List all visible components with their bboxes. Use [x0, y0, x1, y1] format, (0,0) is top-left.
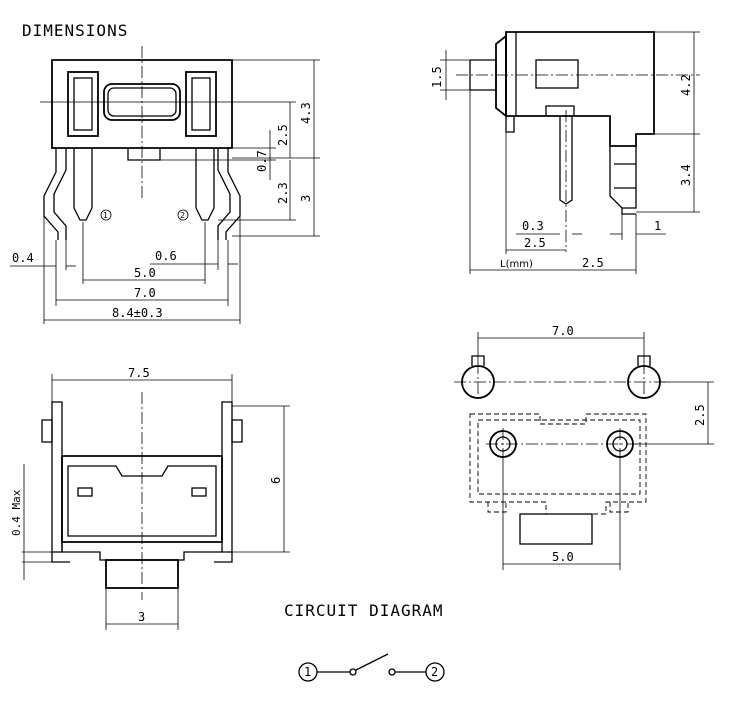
dim-3-4: 3.4 — [679, 164, 693, 186]
side-leg-front — [505, 116, 515, 133]
side-lower-mount — [609, 146, 637, 209]
side-slot — [535, 59, 579, 89]
bottom-right-frame — [221, 401, 233, 553]
dim-2-5b: 2.5 — [582, 256, 604, 270]
dim-4-2: 4.2 — [679, 74, 693, 96]
dim-pcb-2-5: 2.5 — [693, 404, 707, 426]
dim-1: 1 — [654, 219, 661, 233]
dim-4-3: 4.3 — [299, 102, 313, 124]
bottom-body-inner — [67, 465, 217, 537]
dimensions-title: DIMENSIONS — [22, 21, 128, 40]
dim-0-4: 0.4 — [12, 251, 34, 265]
dim-pcb-7-0: 7.0 — [552, 324, 574, 338]
right-contact-frame — [185, 71, 217, 137]
dim-2-3: 2.3 — [276, 182, 290, 204]
pcb-view: 7.0 2.5 5.0 — [454, 324, 714, 570]
side-body — [505, 31, 655, 147]
right-contact-inner — [191, 77, 211, 131]
terminal-2-marker — [425, 662, 445, 682]
pcb-outline-feet — [487, 502, 629, 513]
bottom-left-frame — [51, 401, 63, 553]
bottom-right-tab — [231, 419, 243, 443]
side-view: 4.2 3.4 1.5 0.3 1 2.5 L(mm) 2.5 — [430, 31, 700, 274]
dim-8-4: 8.4±0.3 — [112, 306, 163, 320]
dim-1-5: 1.5 — [430, 66, 444, 88]
dim-3b: 3 — [138, 610, 145, 624]
bottom-left-tab — [41, 419, 53, 443]
dim-2-5a: 2.5 — [524, 236, 546, 250]
dim-0-3: 0.3 — [522, 219, 544, 233]
dim-0-6: 0.6 — [155, 249, 177, 263]
pin-1-label: 1 — [103, 211, 108, 220]
pcb-outline-outer — [469, 413, 647, 515]
circuit-diagram: 1 2 — [298, 653, 445, 682]
terminal-2-label: 2 — [431, 665, 438, 679]
dim-7-0: 7.0 — [134, 286, 156, 300]
dim-L: L(mm) — [500, 259, 533, 270]
side-lower-detail — [614, 163, 636, 215]
pin-2-marker — [177, 209, 189, 221]
bottom-left-window — [77, 487, 93, 497]
dim-5-0: 5.0 — [134, 266, 156, 280]
pcb-outline-inner — [477, 419, 641, 495]
front-notch — [127, 148, 161, 161]
pin-2-label: 2 — [180, 211, 185, 220]
dim-0-4max: 0.4 Max — [10, 489, 23, 536]
pcb-mount-leads — [471, 355, 651, 366]
inner-pin-1 — [73, 148, 93, 221]
terminal-1-label: 1 — [304, 665, 311, 679]
dim-0-7: 0.7 — [255, 150, 269, 172]
dim-2-5: 2.5 — [276, 124, 290, 146]
switch-contact-left — [349, 668, 357, 676]
dim-7-5: 7.5 — [128, 366, 150, 380]
side-pin — [545, 105, 575, 205]
left-outer-leg — [43, 148, 67, 240]
left-contact-frame — [67, 71, 99, 137]
pcb-actuator — [519, 513, 593, 545]
side-actuator-flange — [495, 34, 507, 118]
switch-contact-right — [388, 668, 396, 676]
inner-pin-2 — [195, 148, 215, 221]
left-contact-inner — [73, 77, 93, 131]
right-outer-leg — [217, 148, 241, 240]
bottom-view: 7.5 6 0.4 Max 3 — [10, 366, 290, 630]
bottom-base — [61, 542, 222, 561]
bottom-right-window — [191, 487, 207, 497]
switch-lever — [355, 653, 389, 671]
dim-6: 6 — [269, 477, 283, 484]
front-view: 1 2 4.3 3 2.5 2.3 0.7 — [10, 46, 320, 324]
pin-1-marker — [100, 209, 112, 221]
dim-3: 3 — [299, 195, 313, 202]
circuit-diagram-title: CIRCUIT DIAGRAM — [284, 601, 444, 620]
bottom-body — [61, 455, 223, 543]
dim-pcb-5-0: 5.0 — [552, 550, 574, 564]
